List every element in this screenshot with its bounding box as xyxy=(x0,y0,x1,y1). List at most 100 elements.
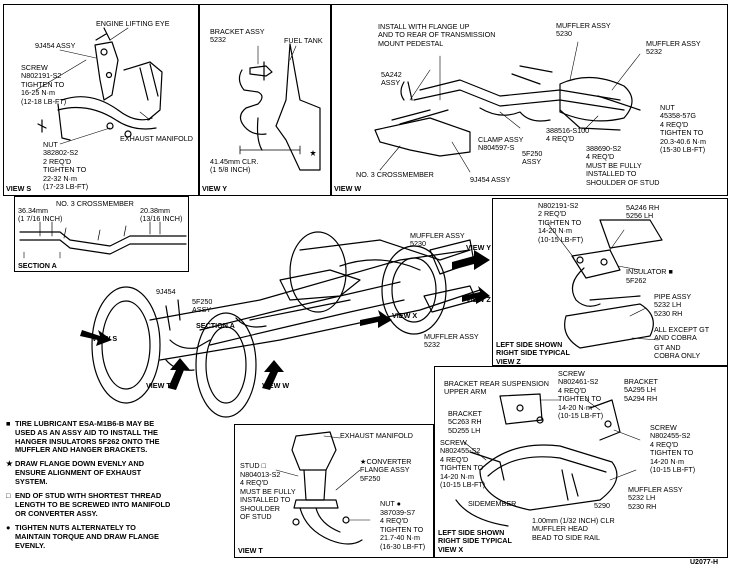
main-view-s-label: VIEW S xyxy=(92,334,118,343)
view-z-arrow xyxy=(462,286,490,304)
view-t-converter-text: CONVERTER FLANGE ASSY 5F250 xyxy=(360,457,412,483)
view-x-muffler-label: MUFFLER ASSY 5232 LH 5230 RH xyxy=(628,485,683,511)
legend-text: END OF STUD WITH SHORTEST THREAD LENGTH … xyxy=(15,491,171,518)
view-s-arrow xyxy=(80,330,112,346)
main-section-a-label: SECTION A xyxy=(196,321,235,330)
main-view-y-label: VIEW Y xyxy=(466,243,492,252)
section-a-left-dim-label: 36.34mm (1 7/16 INCH) xyxy=(18,206,63,224)
view-x-bracket-left-label: BRACKET 5C263 RH 5D255 LH xyxy=(448,409,482,435)
view-x-bracket-rear-label: BRACKET REAR SUSPENSION UPPER ARM xyxy=(444,379,549,397)
view-s-screw-label: SCREW N802191-S2 TIGHTEN TO 16-25 N·m (1… xyxy=(21,63,67,106)
section-a-panel xyxy=(14,196,189,272)
hollow-square-icon: □ xyxy=(261,461,266,470)
view-w-muffler-5232-label: MUFFLER ASSY 5232 xyxy=(646,39,701,57)
view-s-9j454-label: 9J454 ASSY xyxy=(35,41,76,50)
view-t-nut-detail-label: 387039-S7 4 REQ'D TIGHTEN TO 21.7-40 N·m… xyxy=(380,508,426,551)
view-w-muffler-5230-label: MUFFLER ASSY 5230 xyxy=(556,21,611,39)
view-x-bracket-right-label: BRACKET 5A295 LH 5A294 RH xyxy=(624,377,658,403)
view-x-5290-label: 5290 xyxy=(594,501,610,510)
view-t-drawing xyxy=(275,431,371,545)
view-z-title: LEFT SIDE SHOWN RIGHT SIDE TYPICAL VIEW … xyxy=(496,340,570,366)
view-x-clr-label: 1.00mm (1/32 INCH) CLR MUFFLER HEAD BEAD… xyxy=(532,516,615,542)
section-a-drawing xyxy=(19,221,187,259)
main-view-w-label: VIEW W xyxy=(262,381,290,390)
view-w-clamp-label: CLAMP ASSY N804597-S xyxy=(478,135,524,153)
view-z-5a246-label: 5A246 RH 5256 LH xyxy=(626,203,660,221)
view-w-5f250-label: 5F250 ASSY xyxy=(522,149,543,167)
view-s-panel xyxy=(3,4,199,196)
view-w-drawing xyxy=(374,41,641,173)
figure-id: U2077-H xyxy=(690,559,719,566)
view-t-title: VIEW T xyxy=(238,546,263,555)
view-y-drawing xyxy=(238,43,321,171)
view-t-panel xyxy=(234,424,434,558)
view-x-panel xyxy=(434,366,728,558)
main-9j454-label: 9J454 xyxy=(156,287,176,296)
view-x-screw-top-label: SCREW N802461-S2 4 REQ'D TIGHTEN TO 14-2… xyxy=(558,369,604,421)
view-y-fuel-tank-label: FUEL TANK xyxy=(284,36,323,45)
view-w-9j454-label: 9J454 ASSY xyxy=(470,175,511,184)
view-t-arrow xyxy=(168,358,190,390)
star-icon: ★ xyxy=(6,459,13,468)
main-view-x-label: VIEW X xyxy=(392,311,418,320)
view-w-arrow xyxy=(262,360,284,390)
view-w-388516-label: 388516-S100 4 REQ'D xyxy=(546,126,590,144)
star-icon: ★ xyxy=(360,457,367,466)
view-t-exhaust-manifold-label: EXHAUST MANIFOLD xyxy=(340,431,413,440)
legend-item-end-of-stud: □ END OF STUD WITH SHORTEST THREAD LENGTH… xyxy=(6,491,171,518)
legend-item-tighten-nuts: ● TIGHTEN NUTS ALTERNATELY TO MAINTAIN TO… xyxy=(6,523,159,550)
view-z-gt-cobra-label: GT AND COBRA ONLY xyxy=(654,343,701,361)
legend-item-draw-flange: ★DRAW FLANGE DOWN EVENLY AND ENSURE ALIG… xyxy=(6,459,145,486)
view-x-drawing xyxy=(455,393,641,527)
main-view-z-label: VIEW Z xyxy=(466,295,491,304)
view-z-panel xyxy=(492,198,728,366)
legend-text: TIGHTEN NUTS ALTERNATELY TO MAINTAIN TOR… xyxy=(15,523,159,550)
dot-icon: ● xyxy=(6,523,11,532)
view-y-bracket-label: BRACKET ASSY 5232 xyxy=(210,27,265,45)
hollow-square-icon: □ xyxy=(6,491,11,500)
view-w-panel xyxy=(331,4,728,196)
view-s-title: VIEW S xyxy=(6,184,32,193)
square-icon: ■ xyxy=(6,419,11,428)
view-t-stud-detail-label: N804013-S2 4 REQ'D MUST BE FULLY INSTALL… xyxy=(240,470,296,522)
view-w-nut-label: NUT 45358-57G 4 REQ'D TIGHTEN TO 20.3-40… xyxy=(660,103,706,155)
section-a-crossmember-label: NO. 3 CROSSMEMBER xyxy=(56,199,134,208)
view-x-title: LEFT SIDE SHOWN RIGHT SIDE TYPICAL VIEW … xyxy=(438,528,512,554)
view-w-crossmember-label: NO. 3 CROSSMEMBER xyxy=(356,170,434,179)
view-t-stud-text: STUD xyxy=(240,461,260,470)
star-icon xyxy=(310,150,316,156)
legend-text: TIRE LUBRICANT ESA-M1B6-B MAY BE USED AS… xyxy=(15,419,160,455)
view-w-388690-label: 388690-S2 4 REQ'D MUST BE FULLY INSTALLE… xyxy=(586,144,660,187)
view-x-arrow xyxy=(360,310,392,328)
view-y-title: VIEW Y xyxy=(202,184,228,193)
main-5f250-label: 5F250 ASSY xyxy=(192,297,213,315)
view-z-drawing xyxy=(547,219,663,349)
section-a-title: SECTION A xyxy=(18,261,57,270)
view-y-panel xyxy=(199,4,331,196)
view-s-nut-label: NUT 382802-S2 2 REQ'D TIGHTEN TO 22-32 N… xyxy=(43,140,89,192)
section-a-right-dim-label: 20.38mm (13/16 INCH) xyxy=(140,206,183,224)
view-t-nut-label: NUT ● xyxy=(380,499,401,508)
view-s-engine-lifting-eye-label: ENGINE LIFTING EYE xyxy=(96,19,170,28)
view-y-clearance-label: 41.45mm CLR. (1 5/8 INCH) xyxy=(210,157,259,175)
view-s-drawing xyxy=(35,27,163,145)
dot-icon: ● xyxy=(396,499,401,508)
legend-text: DRAW FLANGE DOWN EVENLY AND ENSURE ALIGN… xyxy=(15,459,145,486)
view-z-insulator-no-label: 5F262 xyxy=(626,276,647,285)
view-s-exhaust-manifold-label: EXHAUST MANIFOLD xyxy=(120,134,193,143)
main-view-t-label: VIEW T xyxy=(146,381,171,390)
view-z-all-except-label: ALL EXCEPT GT AND COBRA xyxy=(654,325,710,343)
view-y-arrow xyxy=(452,250,490,270)
view-x-screw-left-label: SCREW N802455-S2 4 REQ'D TIGHTEN TO 14-2… xyxy=(440,438,486,490)
legend-item-tire-lubricant: ■ TIRE LUBRICANT ESA-M1B6-B MAY BE USED A… xyxy=(6,419,160,455)
view-w-5a242-label: 5A242 ASSY xyxy=(381,70,402,88)
view-x-sidemember-label: SIDEMEMBER xyxy=(468,499,517,508)
view-w-title: VIEW W xyxy=(334,184,362,193)
view-z-screw-label: N802191-S2 2 REQ'D TIGHTEN TO 14-20 N·m … xyxy=(538,201,584,244)
view-z-insulator-label: INSULATOR ■ xyxy=(626,267,673,276)
view-t-stud-label: STUD □ xyxy=(240,461,266,470)
view-t-nut-text: NUT xyxy=(380,499,395,508)
square-icon: ■ xyxy=(668,267,673,276)
main-muffler-5232-label: MUFFLER ASSY 5232 xyxy=(424,332,479,350)
